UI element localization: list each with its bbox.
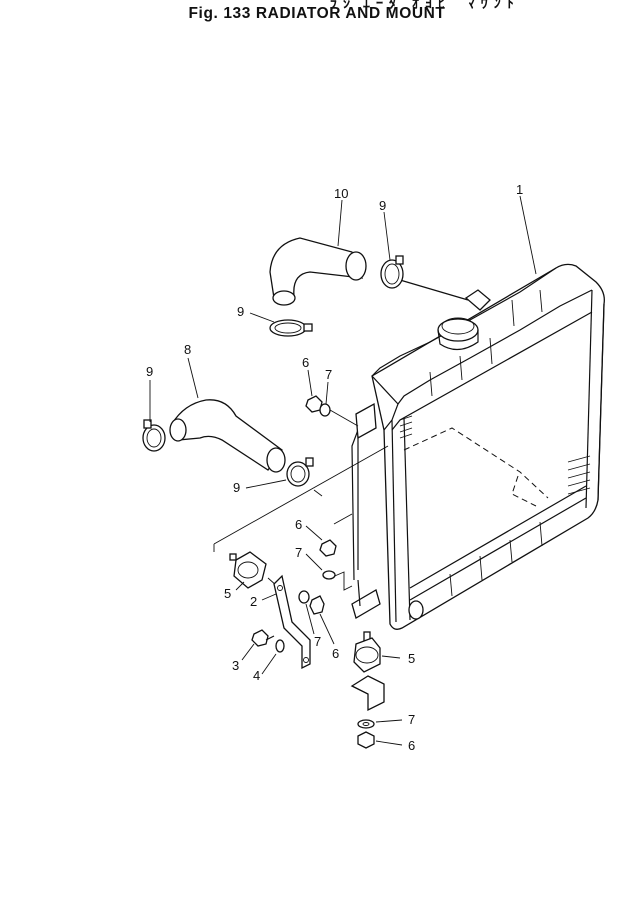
callout-9: 9: [146, 364, 153, 379]
callout-10: 10: [334, 186, 348, 201]
support-bracket: [261, 574, 311, 670]
callout-9: 9: [237, 304, 244, 319]
hose-clamp-left: [142, 380, 166, 452]
hose-clamp-middle: [249, 312, 313, 337]
callout-7: 7: [314, 634, 321, 649]
callout-7: 7: [408, 712, 415, 727]
callout-3: 3: [232, 658, 239, 673]
nut-washer-bracket: [298, 590, 335, 645]
callout-5: 5: [224, 586, 231, 601]
callout-9: 9: [379, 198, 386, 213]
callout-4: 4: [253, 668, 260, 683]
rubber-mount-left: [229, 551, 287, 595]
callout-6: 6: [302, 355, 309, 370]
callout-labels: 1 10 9 9 8 9 6 7 9 6 7 5 2 7 6 3 4 5 7 6: [146, 182, 523, 753]
figure-title: Fig. 133 RADIATOR AND MOUNT: [188, 5, 446, 22]
callout-1: 1: [516, 182, 523, 197]
nut-washer-upper: [305, 369, 359, 427]
callout-7: 7: [295, 545, 302, 560]
hose-clamp-lower: [245, 457, 314, 489]
hose-clamp-upper-right: [380, 211, 404, 289]
rubber-mount-lower: [353, 631, 401, 673]
japanese-title-fragment: ﾗｼﾞｴｰﾀ ｵﾖﾋﾞ ﾏｳﾝﾄ: [330, 0, 520, 11]
callout-6: 6: [408, 738, 415, 753]
nut-washer-middle: [305, 525, 337, 580]
upper-hose: [269, 199, 367, 306]
callout-9: 9: [233, 480, 240, 495]
callout-2: 2: [250, 594, 257, 609]
callout-5: 5: [408, 651, 415, 666]
radiator-assembly: [351, 195, 605, 630]
lower-hose: [169, 357, 286, 473]
lower-mount-bracket: [350, 675, 385, 712]
bolt-and-washer: [241, 629, 285, 675]
callout-7: 7: [325, 367, 332, 382]
callout-8: 8: [184, 342, 191, 357]
callout-6: 6: [295, 517, 302, 532]
callout-6: 6: [332, 646, 339, 661]
nut-washer-bottom: [357, 719, 403, 749]
